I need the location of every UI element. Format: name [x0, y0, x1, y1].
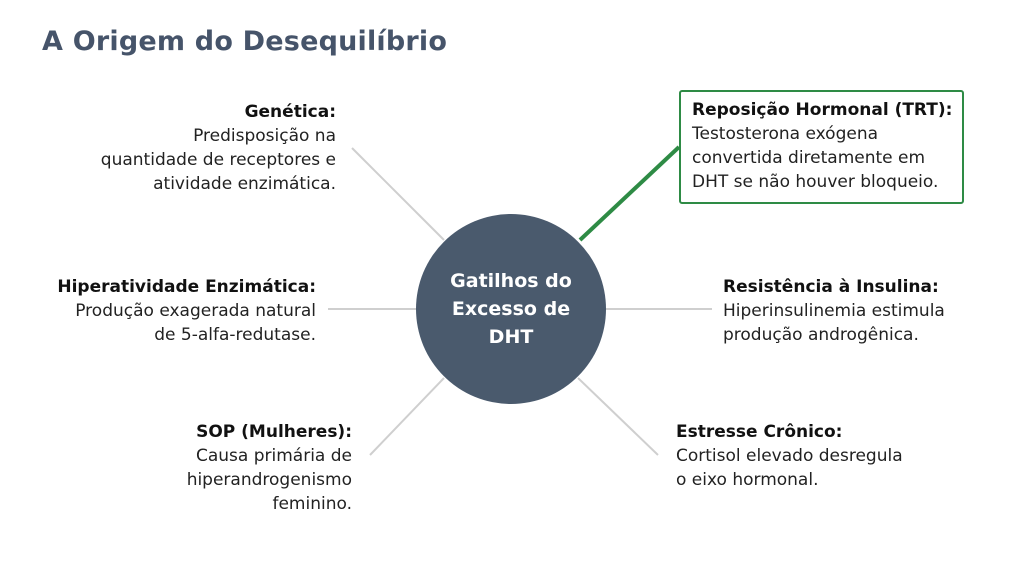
node-sop-body: Causa primária de hiperandrogenismo femi… — [186, 446, 352, 514]
node-hiperatividade-heading: Hiperatividade Enzimática: — [57, 277, 316, 297]
hub-label: Gatilhos do Excesso de DHT — [450, 270, 572, 348]
node-estresse-heading: Estresse Crônico: — [676, 422, 843, 442]
node-sop-heading: SOP (Mulheres): — [196, 422, 352, 442]
node-genetica-body: Predisposição na quantidade de receptore… — [100, 126, 336, 194]
connector-sop — [369, 377, 445, 456]
node-estresse-body: Cortisol elevado desregula o eixo hormon… — [676, 446, 903, 490]
node-sop: SOP (Mulheres): Causa primária de hipera… — [187, 420, 352, 516]
node-insulina-body: Hiperinsulinemia estimula produção andro… — [723, 301, 945, 345]
node-estresse: Estresse Crônico: Cortisol elevado desre… — [676, 420, 903, 492]
node-hiperatividade: Hiperatividade Enzimática: Produção exag… — [57, 275, 316, 347]
node-insulina: Resistência à Insulina: Hiperinsulinemia… — [723, 275, 945, 347]
node-trt-heading: Reposição Hormonal (TRT): — [692, 100, 953, 120]
node-hiperatividade-body: Produção exagerada natural de 5-alfa-red… — [75, 301, 316, 345]
node-trt-highlighted: Reposição Hormonal (TRT): Testosterona e… — [679, 90, 965, 204]
central-hub: Gatilhos do Excesso de DHT — [416, 214, 606, 404]
node-genetica-heading: Genética: — [244, 102, 336, 122]
diagram-title: A Origem do Desequilíbrio — [42, 26, 448, 57]
connector-estresse — [577, 377, 659, 456]
node-genetica: Genética: Predisposição na quantidade de… — [101, 100, 336, 196]
node-insulina-heading: Resistência à Insulina: — [723, 277, 939, 297]
connector-trt — [578, 145, 681, 242]
connector-genetica — [351, 147, 445, 241]
node-trt-body: Testosterona exógena convertida diretame… — [692, 124, 939, 192]
